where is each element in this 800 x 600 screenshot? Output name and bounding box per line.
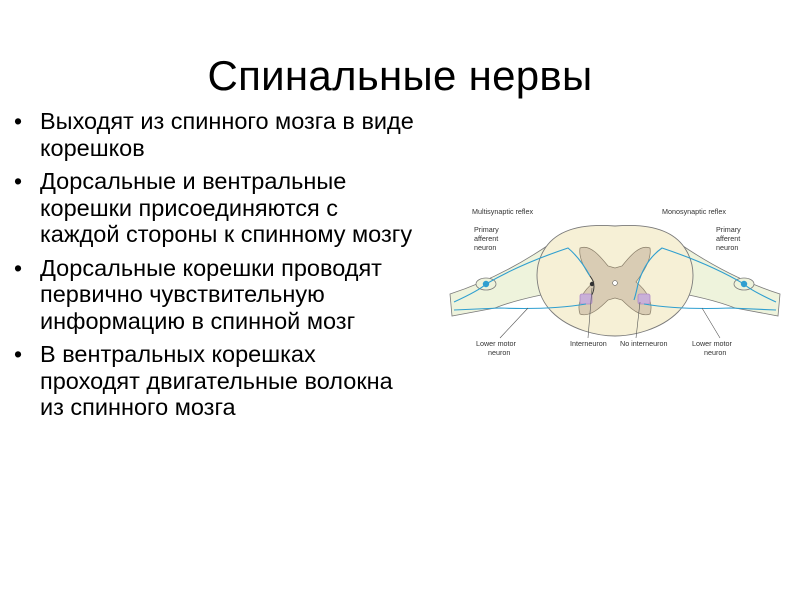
interneuron-cell (589, 281, 595, 287)
leader-interneuron (587, 287, 593, 339)
bullet-text: Выходят из спинного мозга в виде корешко… (40, 108, 414, 161)
bullet-item: • В вентральных корешках проходят двигате… (14, 341, 414, 421)
right-afferent-fiber (633, 247, 777, 303)
label-no-interneuron: No interneuron (620, 339, 668, 348)
leader-lower-motor-left (499, 307, 529, 339)
bullet-dot: • (14, 341, 23, 367)
bullet-item: • Дорсальные и вентральные корешки присое… (14, 168, 414, 248)
left-afferent-fiber (453, 247, 591, 303)
label-neuron-right: neuron (716, 243, 738, 252)
spinal-cord-reflex-diagram: Multisynaptic reflex Monosynaptic reflex… (449, 207, 781, 357)
label-lower-motor-right: Lower motor (692, 339, 733, 348)
bullet-list: • Выходят из спинного мозга в виде корешк… (14, 108, 414, 428)
leader-no-interneuron (635, 301, 641, 339)
label-interneuron: Interneuron (570, 339, 607, 348)
bullet-text: Дорсальные и вентральные корешки присоед… (40, 168, 413, 247)
central-canal (612, 280, 618, 286)
label-lower-motor-left: Lower motor (476, 339, 517, 348)
label-lower-motor-left-neuron: neuron (488, 348, 510, 357)
label-afferent-right: afferent (716, 234, 740, 243)
label-multisynaptic-reflex: Multisynaptic reflex (472, 207, 534, 216)
label-primary-right: Primary (716, 225, 741, 234)
left-afferent-cell-body (482, 280, 490, 288)
bullet-text: В вентральных корешках проходят двигател… (40, 341, 393, 420)
bullet-dot: • (14, 108, 23, 134)
left-efferent-fiber (453, 303, 587, 311)
label-afferent-left: afferent (474, 234, 498, 243)
leader-lower-motor-right (701, 307, 721, 339)
label-lower-motor-right-neuron: neuron (704, 348, 726, 357)
right-efferent-fiber (643, 303, 777, 311)
bullet-dot: • (14, 254, 23, 281)
label-monosynaptic-reflex: Monosynaptic reflex (662, 207, 726, 216)
left-motor-neuron-body (579, 293, 593, 305)
bullet-item: • Выходят из спинного мозга в виде корешк… (14, 108, 414, 161)
label-neuron-left: neuron (474, 243, 496, 252)
bullet-text: Дорсальные корешки проводят первично чув… (40, 254, 382, 334)
bullet-dot: • (14, 168, 23, 194)
bullet-item: • Дорсальные корешки проводят первично чу… (14, 255, 414, 335)
slide-title: Спинальные нервы (207, 52, 593, 99)
label-primary-left: Primary (474, 225, 499, 234)
right-afferent-cell-body (740, 280, 748, 288)
